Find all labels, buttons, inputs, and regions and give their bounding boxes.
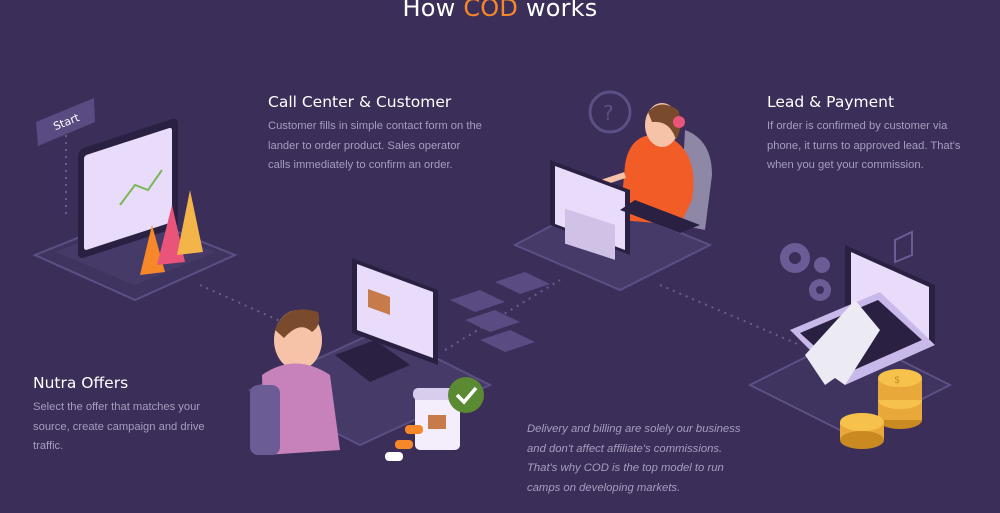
- payment-scene: $: [747, 230, 953, 449]
- title-suffix: works: [518, 0, 598, 22]
- start-tag: [36, 98, 95, 146]
- question-glyph: ?: [603, 101, 614, 125]
- question-bubble-icon: [588, 90, 632, 134]
- document-icon: [894, 230, 913, 264]
- check-icon: [448, 377, 484, 413]
- step-lead-payment-title: Lead & Payment: [767, 93, 895, 111]
- gear-icon: [780, 243, 831, 301]
- step-lead-payment: Lead & Payment If order is confirmed by …: [767, 93, 972, 176]
- customer-desk-scene: [247, 258, 493, 461]
- monitor-chart-scene: Start: [32, 98, 238, 302]
- headset-icon: [673, 116, 685, 128]
- step-call-center-title: Call Center & Customer: [268, 93, 452, 111]
- title-accent: COD: [463, 0, 519, 22]
- coin-glyph: $: [894, 375, 900, 386]
- step-nutra-offers-title: Nutra Offers: [33, 374, 129, 392]
- coins-icon: $: [840, 369, 922, 449]
- page-title: How COD works: [0, 0, 1000, 22]
- step-call-center: Call Center & Customer Customer fills in…: [268, 93, 483, 176]
- receipt-icon: [805, 300, 880, 385]
- call-center-scene: ?: [512, 90, 713, 292]
- step-call-center-text: Customer fills in simple contact form on…: [268, 120, 482, 171]
- step-nutra-offers: Nutra Offers Select the offer that match…: [33, 374, 228, 457]
- step-lead-payment-text: If order is confirmed by customer via ph…: [767, 120, 961, 171]
- title-prefix: How: [402, 0, 464, 22]
- chevron-arrows-icon: [450, 272, 550, 352]
- delivery-billing-note: Delivery and billing are solely our busi…: [527, 423, 741, 494]
- step-nutra-offers-text: Select the offer that matches your sourc…: [33, 401, 205, 452]
